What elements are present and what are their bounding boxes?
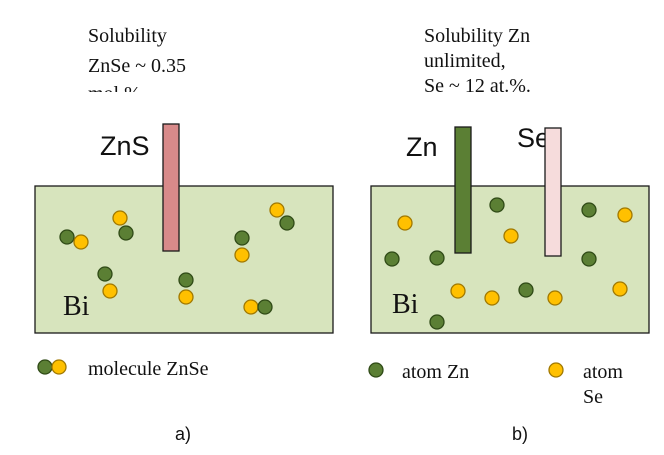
panel-b-melt-bath <box>370 185 650 334</box>
panel-a-legend-label: molecule ZnSe <box>88 358 209 380</box>
panel-b-note-line1: Solubility Zn <box>424 25 530 47</box>
zn-atom-icon <box>368 362 384 378</box>
zn-se-molecule <box>243 299 273 315</box>
panel-a-note-line1: Solubility <box>88 25 167 47</box>
panel-b-legend-zn-label: atom Zn <box>402 361 469 383</box>
panel-b-legend-se-line2: Se <box>583 386 603 408</box>
se-rod <box>544 127 562 257</box>
panel-b-rod-zn-label: Zn <box>406 132 438 162</box>
panel-a: Solubility ZnSe ~ 0.35 mol.% ZnS Bi <box>34 25 334 444</box>
zn-se-molecule <box>269 202 295 231</box>
zn-atom-icon <box>37 359 53 375</box>
zn-atom-icon <box>429 250 445 266</box>
zn-atom-icon <box>581 251 597 267</box>
panel-b-caption: b) <box>512 424 528 444</box>
panel-a-bath-label: Bi <box>63 291 90 322</box>
panel-b-note-line2: unlimited, <box>424 50 506 72</box>
se-atom-icon <box>73 234 89 250</box>
se-atom-icon <box>612 281 628 297</box>
zn-atom-icon <box>489 197 505 213</box>
panel-a-note-mask <box>80 92 200 106</box>
zn-rod <box>454 126 472 254</box>
se-atom-icon <box>503 228 519 244</box>
se-atom-icon <box>269 202 285 218</box>
panel-a-rod-label: ZnS <box>100 131 150 161</box>
zn-atom-icon <box>234 230 250 246</box>
zn-se-molecule <box>97 266 118 299</box>
zn-se-molecule <box>178 272 194 305</box>
zn-se-molecule-icon <box>37 359 67 375</box>
se-atom-icon <box>112 210 128 226</box>
se-atom-icon <box>617 207 633 223</box>
panel-b-legend-se-line1: atom <box>583 361 623 383</box>
se-atom-icon <box>548 362 564 378</box>
zn-atom-icon <box>279 215 295 231</box>
panel-a-legend: molecule ZnSe <box>37 358 209 380</box>
zn-atom-icon <box>581 202 597 218</box>
zn-atom-icon <box>97 266 113 282</box>
zn-atom-icon <box>118 225 134 241</box>
se-atom-icon <box>484 290 500 306</box>
zn-atom-icon <box>429 314 445 330</box>
zn-atom-icon <box>178 272 194 288</box>
zn-atom-icon <box>384 251 400 267</box>
panel-a-caption: a) <box>175 424 191 444</box>
zn-atom-icon <box>59 229 75 245</box>
zn-atom-icon <box>518 282 534 298</box>
panel-b: Solubility Zn unlimited, Se ~ 12 at.%. Z… <box>368 25 650 444</box>
zns-rod <box>162 123 180 252</box>
zn-se-molecule <box>59 229 89 250</box>
panel-b-bath-label: Bi <box>392 289 419 320</box>
zn-atom-icon <box>257 299 273 315</box>
panel-a-note-line2: ZnSe ~ 0.35 <box>88 55 186 77</box>
se-atom-icon <box>397 215 413 231</box>
se-atom-icon <box>243 299 259 315</box>
panel-b-note-line3: Se ~ 12 at.%. <box>424 75 531 97</box>
se-atom-icon <box>234 247 250 263</box>
zn-se-molecule <box>112 210 134 241</box>
se-atom-icon <box>102 283 118 299</box>
se-atom-icon <box>547 290 563 306</box>
panel-b-legend: atom Zn atom Se <box>368 361 623 408</box>
se-atom-icon <box>178 289 194 305</box>
se-atom-icon <box>450 283 466 299</box>
se-atom-icon <box>51 359 67 375</box>
zn-se-molecule <box>234 230 250 263</box>
